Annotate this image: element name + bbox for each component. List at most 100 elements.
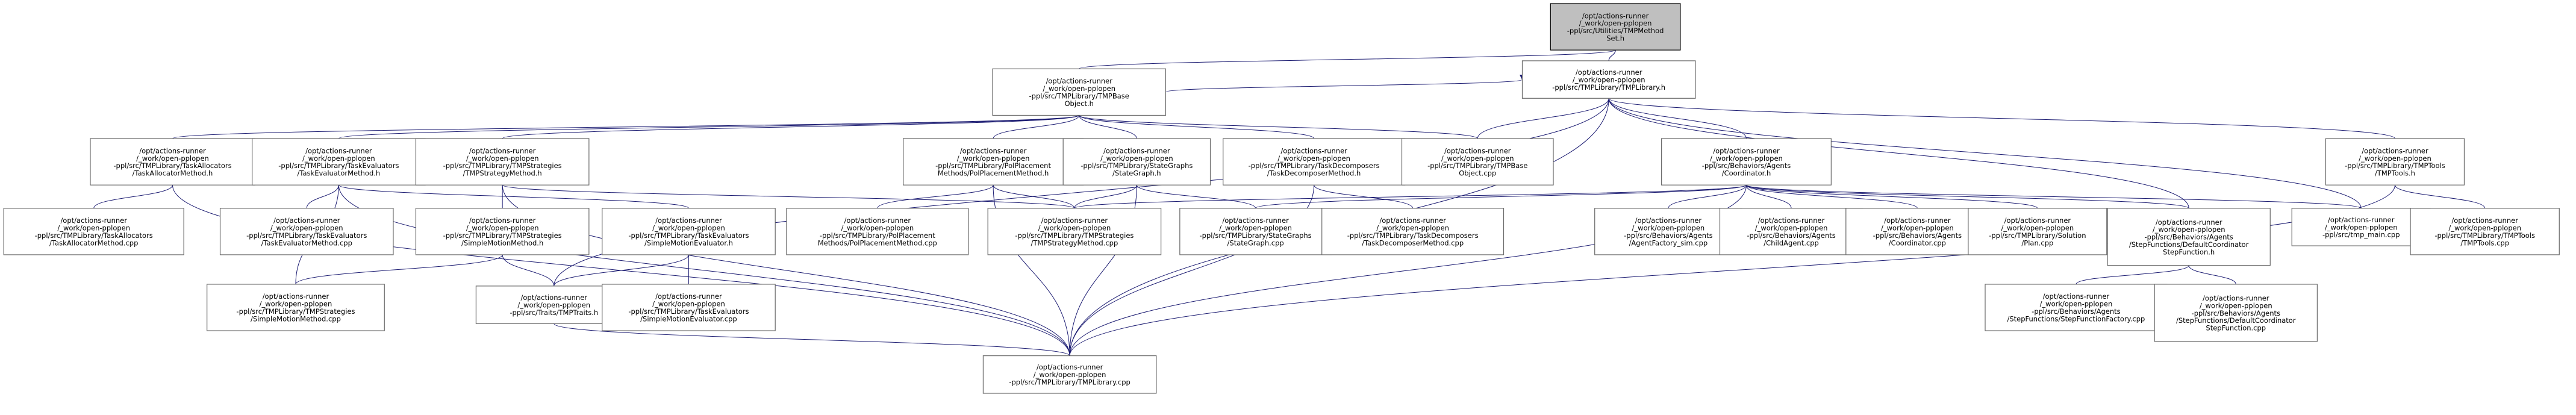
focus-node-timer[interactable]: /opt/actions-runner/_work/open-pplopen-p… xyxy=(1550,3,1681,51)
file-node-sg_h[interactable]: /opt/actions-runner/_work/open-pplopen-p… xyxy=(1062,138,1211,186)
file-node-smm_cpp[interactable]: /opt/actions-runner/_work/open-pplopen-p… xyxy=(207,284,385,331)
node-label-line: /opt/actions-runner xyxy=(520,293,587,302)
node-label-line: /opt/actions-runner xyxy=(1635,216,1702,225)
node-label-line: /opt/actions-runner xyxy=(844,216,911,225)
node-label-line: /TMPStrategyMethod.cpp xyxy=(1031,239,1118,247)
node-label-line: /opt/actions-runner xyxy=(469,216,536,225)
node-box xyxy=(1985,284,2168,331)
file-node-tmpbase_cpp[interactable]: /opt/actions-runner/_work/open-pplopen-p… xyxy=(1401,138,1554,186)
edge-sff_cpp-includes-dcsf_h xyxy=(2075,260,2192,285)
file-node-sme_cpp[interactable]: /opt/actions-runner/_work/open-pplopen-p… xyxy=(602,284,776,331)
file-node-td_h[interactable]: /opt/actions-runner/_work/open-pplopen-p… xyxy=(1223,138,1406,186)
node-label-line: /StateGraph.h xyxy=(1112,169,1161,178)
file-node-sg_cpp[interactable]: /opt/actions-runner/_work/open-pplopen-p… xyxy=(1179,208,1332,255)
edge-tools_cpp-includes-tools_h xyxy=(2392,180,2486,208)
edge-ta_cpp-includes-ta_h xyxy=(93,180,176,208)
node-label-line: /StepFunctions/DefaultCoordinator xyxy=(2176,316,2296,325)
node-label-line: /_work/open-pplopen xyxy=(652,300,725,308)
node-box xyxy=(987,208,1162,255)
node-label-line: -ppl/src/Behaviors/Agents xyxy=(2032,307,2120,316)
file-node-dcsf_cpp[interactable]: /opt/actions-runner/_work/open-pplopen-p… xyxy=(2154,284,2318,342)
node-label-line: /opt/actions-runner xyxy=(1046,77,1112,86)
file-node-coord_h[interactable]: /opt/actions-runner/_work/open-pplopen-p… xyxy=(1661,138,1832,186)
file-node-child_cpp[interactable]: /opt/actions-runner/_work/open-pplopen-p… xyxy=(1719,208,1863,255)
node-label-line: -ppl/src/TMPLibrary/StateGraphs xyxy=(1200,231,1312,240)
node-box xyxy=(219,208,394,255)
node-label-line: -ppl/src/Behaviors/Agents xyxy=(1873,231,1962,240)
node-label-line: -ppl/src/TMPLibrary/TaskDecomposers xyxy=(1347,231,1479,240)
edge-plan_cpp-includes-coord_h xyxy=(1743,179,2038,209)
file-node-smm_h[interactable]: /opt/actions-runner/_work/open-pplopen-p… xyxy=(415,208,590,255)
node-label-line: /opt/actions-runner xyxy=(2362,146,2428,155)
node-box xyxy=(1968,208,2107,255)
file-node-sff_cpp[interactable]: /opt/actions-runner/_work/open-pplopen-p… xyxy=(1985,284,2168,331)
node-label-line: /TMPTools.cpp xyxy=(2460,239,2509,247)
edge-timer-includes-tmplib_h xyxy=(1606,50,1616,66)
node-box xyxy=(1521,60,1696,99)
edge-tmpbase_cpp-includes-tmplib_h xyxy=(1477,93,1612,139)
node-label-line: /opt/actions-runner xyxy=(2328,216,2395,224)
node-label-line: /_work/open-pplopen xyxy=(466,154,539,163)
node-label-line: /opt/actions-runner xyxy=(1713,146,1780,155)
node-label-line: -ppl/src/TMPLibrary/PolPlacement xyxy=(820,231,935,240)
node-label-line: /_work/open-pplopen xyxy=(466,224,539,232)
file-node-dcsf_h[interactable]: /opt/actions-runner/_work/open-pplopen-p… xyxy=(2107,208,2271,266)
file-node-te_h[interactable]: /opt/actions-runner/_work/open-pplopen-p… xyxy=(252,138,426,186)
file-node-afs_cpp[interactable]: /opt/actions-runner/_work/open-pplopen-p… xyxy=(1594,208,1742,255)
file-node-sme_h[interactable]: /opt/actions-runner/_work/open-pplopen-p… xyxy=(602,208,776,255)
file-node-tmplib_h[interactable]: /opt/actions-runner/_work/open-pplopen-p… xyxy=(1521,60,1696,99)
file-node-te_cpp[interactable]: /opt/actions-runner/_work/open-pplopen-p… xyxy=(219,208,394,255)
node-label-line: /_work/open-pplopen xyxy=(260,300,332,308)
node-box xyxy=(2107,208,2271,266)
node-label-line: Methods/PolPlacementMethod.h xyxy=(938,169,1049,178)
node-label-line: /_work/open-pplopen xyxy=(2200,301,2272,310)
file-node-plan_cpp[interactable]: /opt/actions-runner/_work/open-pplopen-p… xyxy=(1968,208,2107,255)
node-label-line: /opt/actions-runner xyxy=(2203,294,2269,302)
file-node-ts_cpp[interactable]: /opt/actions-runner/_work/open-pplopen-p… xyxy=(987,208,1162,255)
node-label-line: -ppl/src/TMPLibrary/TMPLibrary.cpp xyxy=(1009,378,1130,387)
file-node-ts_h[interactable]: /opt/actions-runner/_work/open-pplopen-p… xyxy=(415,138,590,186)
node-label-line: /SimpleMotionEvaluator.cpp xyxy=(640,314,737,323)
node-label-line: /SimpleMotionMethod.h xyxy=(461,239,543,247)
node-box xyxy=(415,138,590,186)
file-node-ta_h[interactable]: /opt/actions-runner/_work/open-pplopen-p… xyxy=(90,138,255,186)
node-label-line: /SimpleMotionEvaluator.h xyxy=(644,239,733,247)
file-node-tools_h[interactable]: /opt/actions-runner/_work/open-pplopen-p… xyxy=(2325,138,2465,186)
node-label-line: -ppl/src/TMPLibrary/TMPStrategies xyxy=(443,231,562,240)
node-box xyxy=(2154,284,2318,342)
node-label-line: -ppl/src/TMPLibrary/TMPStrategies xyxy=(236,307,355,316)
node-label-line: /opt/actions-runner xyxy=(1222,216,1289,225)
node-label-line: /TaskEvaluatorMethod.h xyxy=(298,169,381,178)
node-label-line: -ppl/src/TMPLibrary/TMPBase xyxy=(1029,92,1129,100)
node-label-line: Set.h xyxy=(1606,34,1624,43)
file-node-ta_cpp[interactable]: /opt/actions-runner/_work/open-pplopen-p… xyxy=(3,208,184,255)
edge-sg_h-includes-tmpbase_h xyxy=(1076,110,1137,139)
edge-dcsf_cpp-includes-dcsf_h xyxy=(2186,260,2236,285)
node-label-line: /_work/open-pplopen xyxy=(1632,224,1705,232)
edge-smm_cpp-includes-smm_h xyxy=(295,249,505,285)
file-node-tmpmain_cpp[interactable]: /opt/actions-runner/_work/open-pplopen-p… xyxy=(2291,208,2431,246)
node-label-line: /opt/actions-runner xyxy=(2004,216,2071,225)
edge-dcsf_h-includes-tmplib_h xyxy=(1606,93,2189,208)
file-node-pp_h[interactable]: /opt/actions-runner/_work/open-pplopen-p… xyxy=(903,138,1084,186)
node-label-line: -ppl/src/Behaviors/Agents xyxy=(2192,309,2280,317)
node-box xyxy=(207,284,385,331)
file-node-coord_cpp[interactable]: /opt/actions-runner/_work/open-pplopen-p… xyxy=(1845,208,1989,255)
node-label-line: /opt/actions-runner xyxy=(655,292,722,301)
node-label-line: /_work/open-pplopen xyxy=(1038,224,1111,232)
file-node-tools_cpp[interactable]: /opt/actions-runner/_work/open-pplopen-p… xyxy=(2410,208,2560,255)
node-label-line: /opt/actions-runner xyxy=(2043,292,2110,301)
node-box xyxy=(786,208,969,255)
node-box xyxy=(602,284,776,331)
file-node-td_cpp[interactable]: /opt/actions-runner/_work/open-pplopen-p… xyxy=(1321,208,1505,255)
node-label-line: /_work/open-pplopen xyxy=(1100,154,1173,163)
file-node-pp_cpp[interactable]: /opt/actions-runner/_work/open-pplopen-p… xyxy=(786,208,969,255)
edge-td_h-includes-tmpbase_h xyxy=(1076,110,1315,139)
node-box xyxy=(1062,138,1211,186)
node-label-line: -ppl/src/TMPLibrary/Solution xyxy=(1989,231,2086,240)
node-box xyxy=(1661,138,1832,186)
file-node-tmpbase_h[interactable]: /opt/actions-runner/_work/open-pplopen-p… xyxy=(992,68,1167,116)
file-node-tmplib_cpp[interactable]: /opt/actions-runner/_work/open-pplopen-p… xyxy=(982,355,1157,394)
node-label-line: Methods/PolPlacementMethod.cpp xyxy=(818,239,937,247)
node-label-line: /_work/open-pplopen xyxy=(1881,224,1954,232)
